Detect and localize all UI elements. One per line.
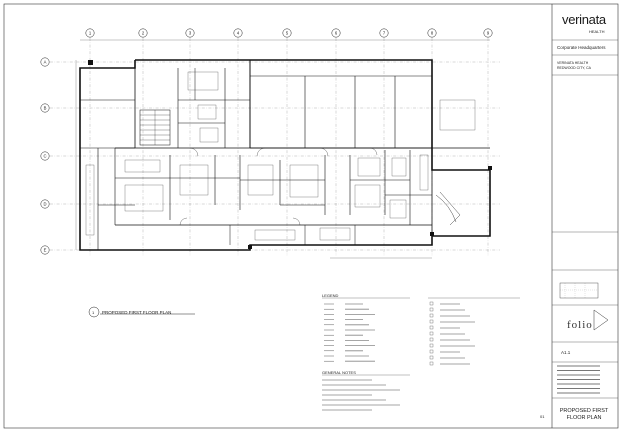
legend-box [429, 349, 434, 354]
grid-row-E-bubble [40, 245, 50, 255]
legend-title: LEGEND [322, 293, 339, 298]
grid-row-C-bubble [40, 151, 50, 161]
grid-col-3-bubble [185, 28, 195, 38]
grid-col-7-bubble [379, 28, 389, 38]
dimension-strings [75, 39, 490, 259]
architect-logo: folio [567, 319, 593, 331]
room-details [85, 71, 476, 241]
grid-row-E-label: E [44, 248, 47, 253]
grid-row-D-label: D [43, 202, 46, 207]
grid-col-8-label: 8 [431, 31, 434, 36]
client-logo-sub: HEALTH [589, 29, 605, 34]
sheet-border [3, 3, 619, 429]
legend-box [429, 307, 434, 312]
grid-bubbles: 1 2 3 4 5 6 7 8 9A B C D E [40, 28, 493, 255]
grid-row-C-label: C [43, 154, 46, 159]
grid-col-6-bubble [331, 28, 341, 38]
grid-col-5-bubble [282, 28, 292, 38]
sheet-number: A1.1 [561, 350, 571, 355]
legend-box [429, 313, 434, 318]
notes-title: GENERAL NOTES [322, 370, 356, 375]
general-notes [322, 379, 400, 411]
key-plan-grid [560, 283, 598, 298]
legend-entries [324, 301, 475, 366]
key-plan [559, 282, 599, 299]
folio-logo-mark [593, 309, 609, 331]
plan-caption-number: 1 [92, 310, 95, 315]
project-name: Corporate Headquarters [557, 45, 606, 50]
grid-col-3-label: 3 [189, 31, 192, 36]
grid-col-1-bubble [85, 28, 95, 38]
address-line-2: REDWOOD CITY, CA [557, 66, 591, 70]
grid-row-B-label: B [44, 106, 47, 111]
grid-col-2-label: 2 [142, 31, 145, 36]
grid-col-9-label: 9 [487, 31, 490, 36]
legend-box [429, 343, 434, 348]
grid-col-4-label: 4 [237, 31, 240, 36]
client-logo: verinata [562, 12, 606, 27]
grid-row-A-bubble [40, 57, 50, 67]
grid-col-5-label: 5 [286, 31, 289, 36]
grid-col-6-label: 6 [335, 31, 338, 36]
grid-row-A-label: A [44, 60, 47, 65]
legend-block [322, 297, 520, 376]
grid-col-9-bubble [483, 28, 493, 38]
grid-col-7-label: 7 [383, 31, 386, 36]
legend-box [429, 325, 434, 330]
floor-plan-walls [79, 59, 492, 251]
legend-box [429, 319, 434, 324]
plan-caption-title: PROPOSED FIRST FLOOR PLAN [102, 310, 172, 315]
legend-box [429, 337, 434, 342]
revision-table [557, 365, 600, 394]
titleblock-rows [552, 39, 618, 399]
grid-col-1-label: 1 [89, 31, 92, 36]
legend-box [429, 331, 434, 336]
legend-box [429, 301, 434, 306]
grid-col-2-bubble [138, 28, 148, 38]
grid-row-D-bubble [40, 199, 50, 209]
address-line-1: VERINATA HEALTH [557, 61, 589, 65]
legend-box [429, 355, 434, 360]
legend-box [429, 361, 434, 366]
plan-caption-bubble [88, 306, 100, 318]
sheet-title: PROPOSED FIRST FLOOR PLAN [559, 408, 609, 421]
grid-col-8-bubble [427, 28, 437, 38]
grid-row-B-bubble [40, 103, 50, 113]
grid-col-4-bubble [233, 28, 243, 38]
client-logo-text: verinata [562, 12, 606, 27]
page-mark: 01 [540, 414, 545, 419]
